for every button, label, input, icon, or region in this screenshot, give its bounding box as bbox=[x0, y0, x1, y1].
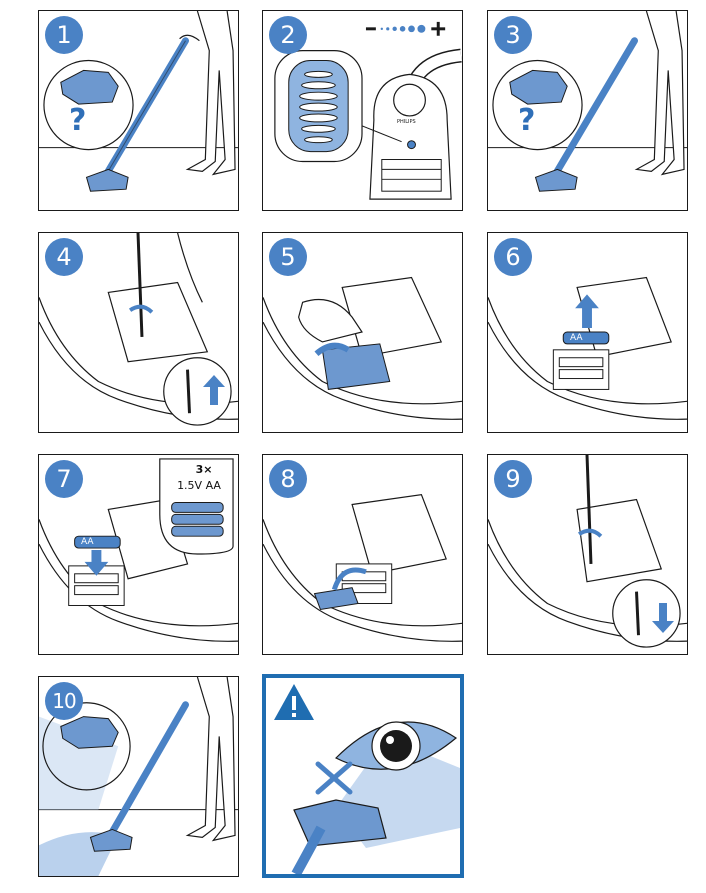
cross-icon bbox=[315, 761, 353, 795]
step-1-panel: 1 ? bbox=[38, 10, 239, 211]
arrow-up-icon bbox=[203, 375, 225, 405]
step-number: 10 bbox=[45, 682, 83, 720]
battery-label: AA bbox=[81, 537, 94, 547]
step-number: 4 bbox=[45, 238, 83, 276]
step-4-panel: 4 bbox=[38, 232, 239, 433]
step-4-illustration bbox=[39, 233, 238, 432]
step-8-panel: 8 bbox=[262, 454, 463, 655]
step-number: 3 bbox=[494, 16, 532, 54]
step-3-panel: 3 ? bbox=[487, 10, 688, 211]
battery-count: 3× bbox=[195, 463, 213, 476]
step-8-illustration bbox=[263, 493, 462, 642]
step-5-illustration bbox=[263, 276, 462, 420]
step-number: 8 bbox=[269, 460, 307, 498]
step-number: 7 bbox=[45, 460, 83, 498]
step-10-illustration bbox=[39, 677, 238, 876]
battery-spec: 1.5V AA bbox=[177, 479, 221, 492]
step-number: 5 bbox=[269, 238, 307, 276]
question-icon: ? bbox=[69, 103, 87, 138]
step-6-panel: 6 AA bbox=[487, 232, 688, 433]
step-number: 9 bbox=[494, 460, 532, 498]
brand-label: PHILIPS bbox=[397, 119, 416, 125]
step-7-illustration bbox=[39, 458, 238, 642]
question-icon: ? bbox=[518, 103, 536, 138]
step-2-illustration bbox=[274, 21, 462, 200]
step-1-illustration bbox=[39, 11, 238, 192]
step-number: 2 bbox=[269, 16, 307, 54]
step-3-illustration bbox=[488, 11, 687, 192]
warning-icon bbox=[274, 684, 314, 720]
step-10-panel: 10 bbox=[38, 676, 239, 877]
step-9-panel: 9 bbox=[487, 454, 688, 655]
arrow-down-icon bbox=[652, 603, 674, 633]
step-7-panel: 7 3× 1.5V AA AA bbox=[38, 454, 239, 655]
warning-panel bbox=[262, 674, 464, 878]
step-5-panel: 5 bbox=[262, 232, 463, 433]
step-6-illustration bbox=[488, 276, 687, 420]
warning-illustration bbox=[291, 721, 460, 874]
battery-label: AA bbox=[570, 333, 583, 343]
step-number: 1 bbox=[45, 16, 83, 54]
step-number: 6 bbox=[494, 238, 532, 276]
step-2-panel: 2 PHILIPS bbox=[262, 10, 463, 211]
